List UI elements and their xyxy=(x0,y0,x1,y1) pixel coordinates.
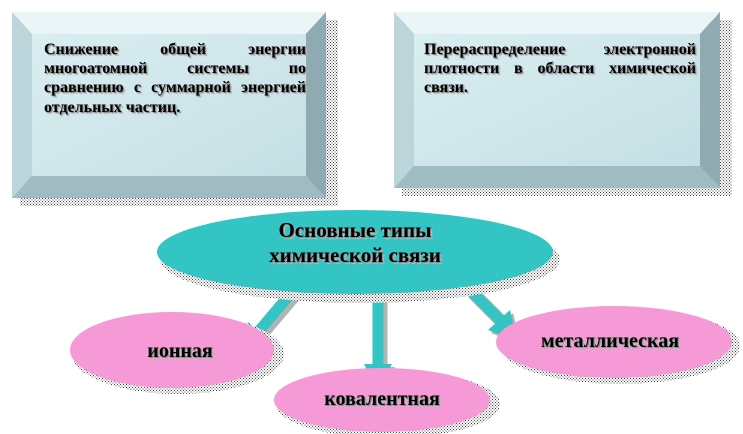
ionic-oval xyxy=(70,312,284,394)
left-bevel-box xyxy=(12,12,338,206)
left-box-right-edge xyxy=(306,12,326,198)
left-box-bottom-edge xyxy=(12,176,326,198)
covalent-oval-shape xyxy=(274,368,490,432)
central-title: Основные типы химической связи xyxy=(269,218,441,268)
left-box-face xyxy=(32,34,306,176)
central-oval xyxy=(157,210,560,303)
metallic-label: металлическая xyxy=(540,330,680,352)
right-box-face xyxy=(414,34,700,166)
left-box-text: Снижение общей энергии многоатомной сист… xyxy=(44,41,306,116)
ionic-oval-shape xyxy=(70,312,274,388)
left-box-top-edge xyxy=(12,12,326,34)
right-box-left-edge xyxy=(394,12,414,188)
right-box-bottom-edge xyxy=(394,166,720,188)
right-box-top-edge xyxy=(394,12,720,34)
covalent-label: ковалентная xyxy=(324,388,440,410)
covalent-oval xyxy=(274,368,500,434)
right-box-text: Перераспределение электронной плотности … xyxy=(424,41,696,97)
left-box-left-edge xyxy=(12,12,32,198)
central-oval-shape xyxy=(157,210,553,294)
right-bevel-box xyxy=(394,12,732,196)
metallic-oval-shape xyxy=(496,306,732,378)
right-box-right-edge xyxy=(700,12,720,188)
ionic-label: ионная xyxy=(147,340,213,362)
metallic-oval xyxy=(496,306,740,384)
